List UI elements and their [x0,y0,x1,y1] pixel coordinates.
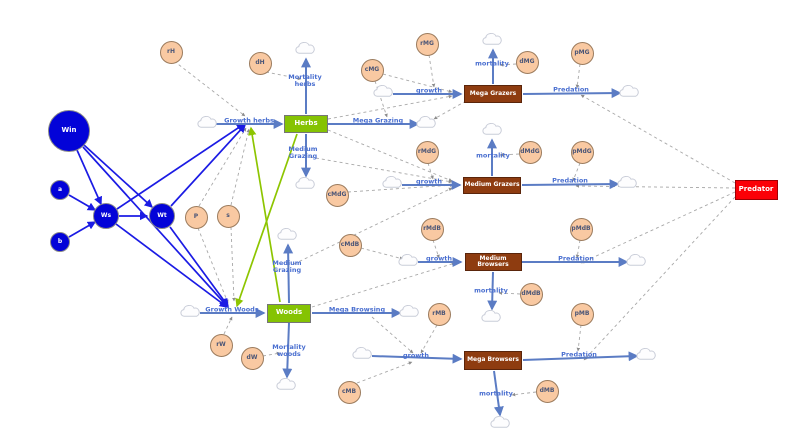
param-dmdb[interactable]: dMdB [519,282,543,306]
stock-predator[interactable]: Predator [734,180,778,200]
flow-label-medium-grazing[interactable]: Medium Grazing [272,258,302,274]
param-dh[interactable]: dH [248,51,272,75]
param-rmg[interactable]: rMG [415,32,439,56]
cloud-icon [416,115,436,128]
param-rh[interactable]: rH [159,40,183,64]
param-pmdb[interactable]: pMdB [569,217,593,241]
cloud-icon [481,309,501,322]
flow-label-predation[interactable]: Predation [558,254,594,263]
cloud-icon [482,122,502,135]
flow-label-mortality[interactable]: mortality [475,59,509,68]
cloud-icon [197,115,217,128]
cloud-icon [277,227,297,240]
cloud-icon [295,176,315,189]
param-p[interactable]: P [184,205,208,229]
variable-win[interactable]: Win [48,110,90,152]
param-dmdg[interactable]: dMdG [518,140,542,164]
flow-label-growth-herbs[interactable]: Growth herbs [224,116,274,125]
stock-medium-browsers[interactable]: Medium Browsers [464,253,522,271]
cloud-icon [482,32,502,45]
param-dmb[interactable]: dMB [535,379,559,403]
flow-label-mortality[interactable]: mortality [474,286,508,295]
variable-wt[interactable]: Wt [149,203,175,229]
stock-mega-grazers[interactable]: Mega Grazers [464,85,522,103]
param-cmdg[interactable]: cMdG [325,183,349,207]
cloud-icon [373,84,393,97]
flow-label-medium-grazing[interactable]: Medium Grazing [288,144,318,160]
flow-label-mortality[interactable]: mortality [476,151,510,160]
cloud-icon [295,41,315,54]
flow-label-predation[interactable]: Predation [552,176,588,185]
stock-herbs[interactable]: Herbs [284,115,328,133]
flow-label-mortality-woods[interactable]: Mortality woods [272,342,306,358]
flow-label-predation[interactable]: Predation [561,350,597,359]
cloud-icon [276,377,296,390]
flow-label-growth[interactable]: growth [415,177,443,186]
param-dw[interactable]: dW [240,346,264,370]
flow-label-growth[interactable]: growth [415,86,443,95]
cloud-icon [619,84,639,97]
cloud-icon [398,253,418,266]
flow-label-mega-browsing[interactable]: Mega Browsing [328,305,386,314]
variable-a[interactable]: a [50,180,70,200]
flow-label-predation[interactable]: Predation [553,85,589,94]
flow-label-mortality[interactable]: mortality [479,389,513,398]
cloud-icon [399,304,419,317]
param-pmb[interactable]: pMB [570,302,594,326]
param-pmg[interactable]: pMG [570,41,594,65]
param-pmdg[interactable]: pMdG [570,140,594,164]
param-rmb[interactable]: rMB [427,302,451,326]
stock-mega-browsers[interactable]: Mega Browsers [464,350,522,370]
param-cmb[interactable]: cMB [337,380,361,404]
flow-label-growth[interactable]: growth [425,254,453,263]
flow-label-mega-grazing[interactable]: Mega Grazing [352,116,404,125]
cloud-icon [490,415,510,428]
stock-woods[interactable]: Woods [267,303,311,323]
cloud-icon [352,346,372,359]
variable-ws[interactable]: Ws [93,203,119,229]
variable-b[interactable]: b [50,232,70,252]
param-dmg[interactable]: dMG [515,50,539,74]
cloud-icon [626,253,646,266]
cloud-icon [617,175,637,188]
param-rmdb[interactable]: rMdB [420,217,444,241]
param-cmg[interactable]: cMG [360,58,384,82]
stock-medium-grazers[interactable]: Medium Grazers [463,176,521,194]
param-s[interactable]: s [216,204,240,228]
param-cmdb[interactable]: cMdB [338,233,362,257]
cloud-icon [180,304,200,317]
cloud-icon [382,175,402,188]
param-rw[interactable]: rW [209,333,233,357]
flow-label-growth[interactable]: growth [402,351,430,360]
param-rmdg[interactable]: rMdG [415,140,439,164]
flow-label-growth-woods[interactable]: Growth Woods [205,305,259,314]
cloud-icon [636,347,656,360]
flow-label-mortality-herbs[interactable]: Mortality herbs [288,72,322,88]
